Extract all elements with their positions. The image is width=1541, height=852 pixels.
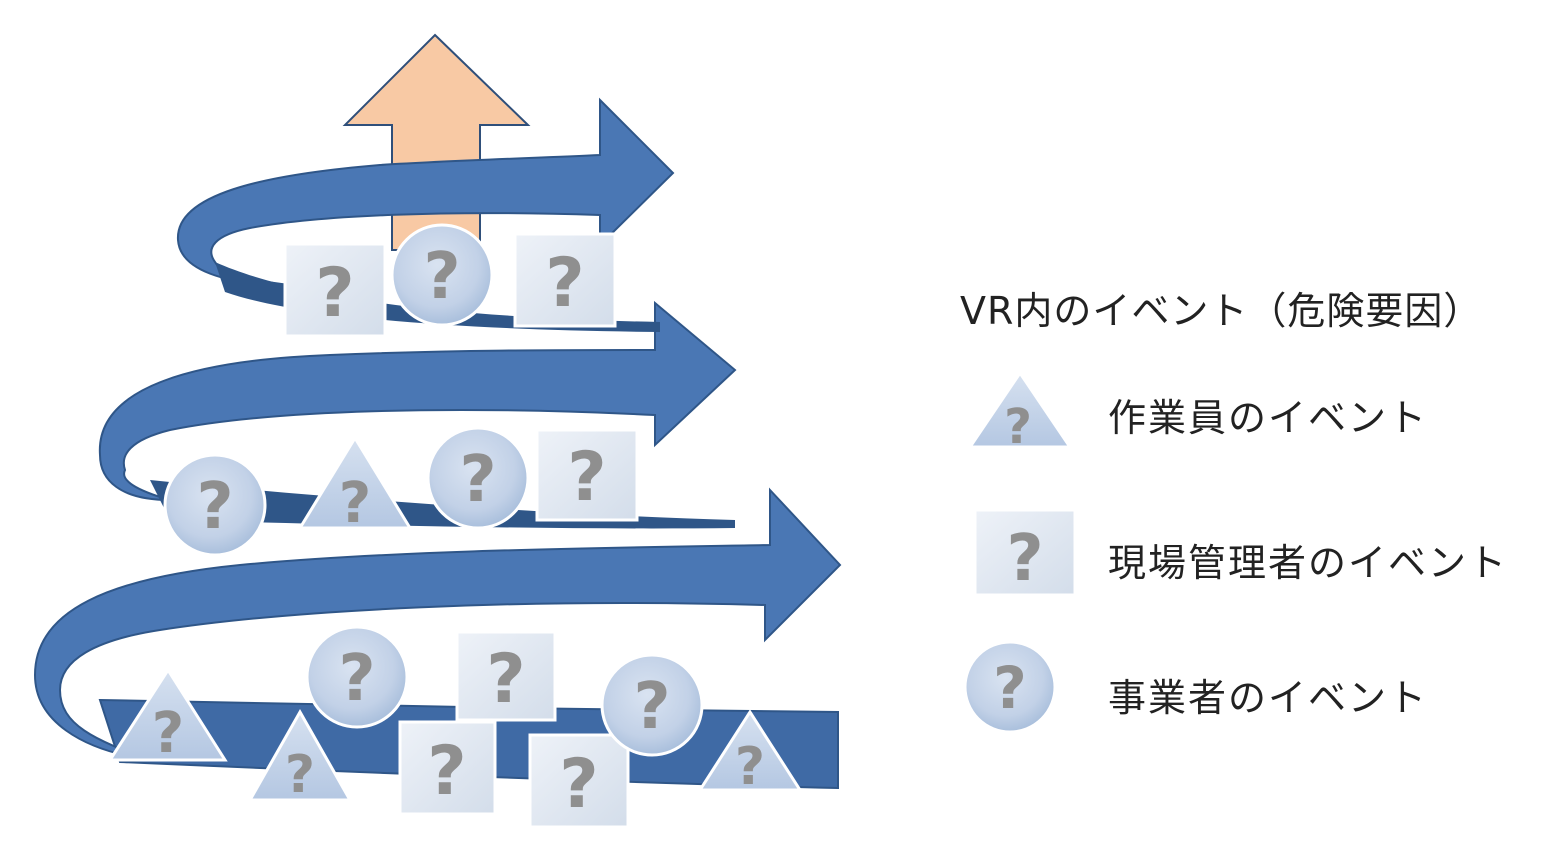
legend-label-worker: 作業員のイベント xyxy=(1108,396,1429,440)
spiral-arrow-middle xyxy=(98,300,737,501)
legend-item-site-manager: ? 現場管理者のイベント xyxy=(950,508,1520,600)
question-mark: ? xyxy=(152,701,184,766)
legend-item-worker: ? 作業員のイベント xyxy=(950,365,1520,455)
question-mark: ? xyxy=(423,240,460,314)
event-triangle: ? xyxy=(697,709,803,797)
event-square: ? xyxy=(528,733,630,829)
legend-item-business-operator: ? 事業者のイベント xyxy=(950,640,1520,735)
question-mark: ? xyxy=(545,244,584,323)
legend-label-site-manager: 現場管理者のイベント xyxy=(1108,541,1509,585)
event-square: ? xyxy=(398,720,497,816)
question-mark: ? xyxy=(559,745,598,824)
circle-event-icon: ? xyxy=(963,640,1057,734)
question-mark: ? xyxy=(1004,399,1032,455)
event-circle: ? xyxy=(305,625,409,729)
question-mark: ? xyxy=(735,737,765,797)
event-triangle: ? xyxy=(247,708,353,805)
question-mark: ? xyxy=(285,745,315,805)
legend-title: VR内のイベント（危険要因） xyxy=(960,289,1483,333)
question-mark: ? xyxy=(993,654,1027,722)
question-mark: ? xyxy=(633,670,670,744)
question-mark: ? xyxy=(338,642,375,716)
square-event-icon: ? xyxy=(973,508,1077,597)
event-triangle: ? xyxy=(107,667,228,766)
legend-label-business-operator: 事業者のイベント xyxy=(1108,676,1429,720)
event-circle: ? xyxy=(163,453,267,557)
event-square: ? xyxy=(513,232,617,328)
event-triangle: ? xyxy=(297,435,413,536)
event-circle: ? xyxy=(600,653,704,757)
event-circle: ? xyxy=(426,426,530,530)
question-mark: ? xyxy=(315,254,354,333)
event-square: ? xyxy=(535,428,639,522)
event-circle: ? xyxy=(390,223,494,327)
question-mark: ? xyxy=(339,471,371,536)
upward-arrow xyxy=(342,33,531,251)
event-square: ? xyxy=(455,630,557,722)
question-mark: ? xyxy=(1006,522,1043,596)
triangle-event-icon: ? xyxy=(967,370,1073,455)
event-square: ? xyxy=(283,242,387,338)
question-mark: ? xyxy=(459,443,496,517)
question-mark: ? xyxy=(196,470,233,544)
question-mark: ? xyxy=(486,640,525,719)
question-mark: ? xyxy=(567,438,606,517)
question-mark: ? xyxy=(427,732,466,811)
